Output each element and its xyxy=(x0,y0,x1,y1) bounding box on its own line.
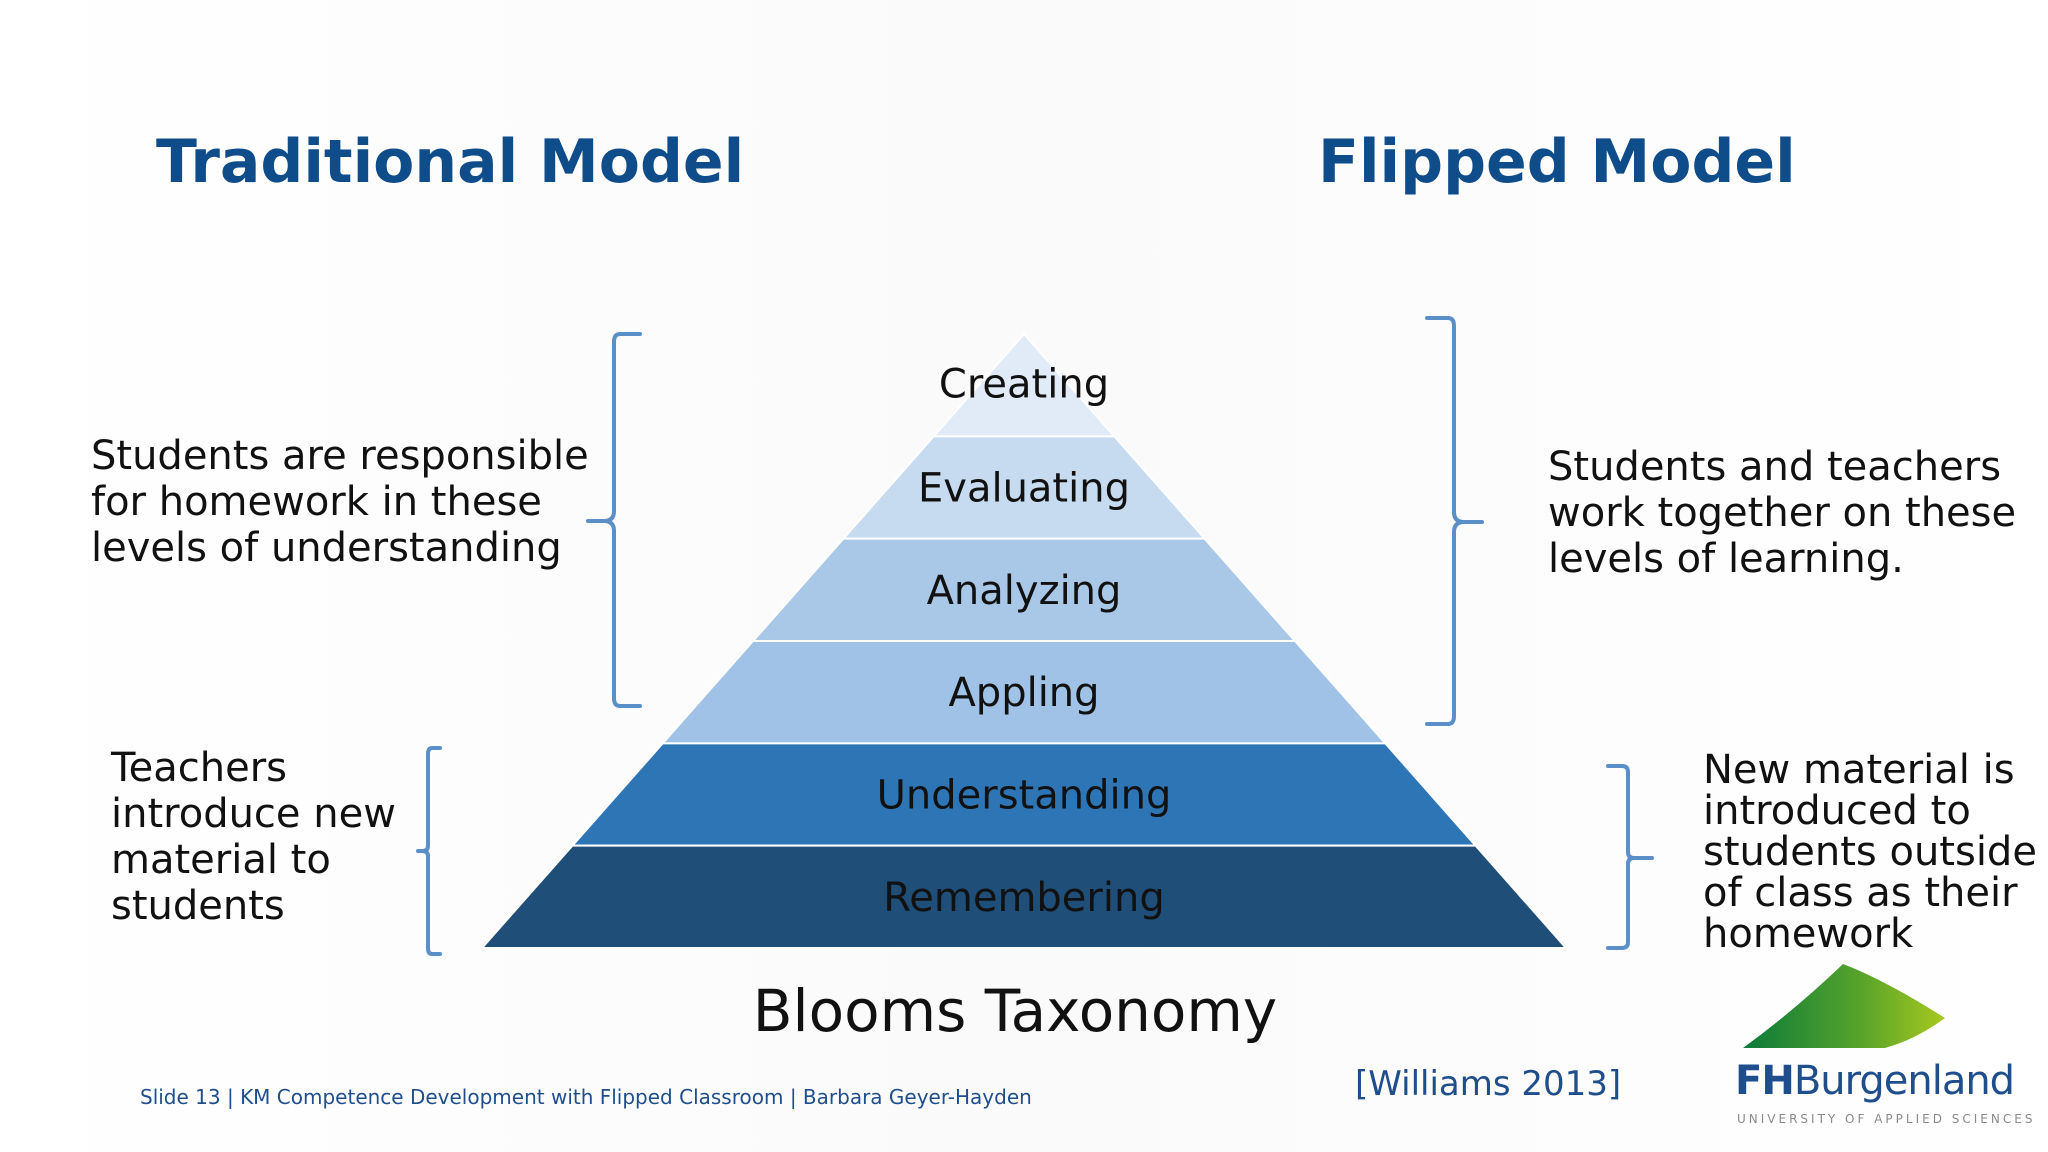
note-line: levels of learning. xyxy=(1548,536,1904,582)
note-line: New material is xyxy=(1703,747,2015,793)
bracket-left-upper xyxy=(586,332,642,708)
note-work-together: Students and teachers work together on t… xyxy=(1548,444,2016,582)
logo-fh: FH xyxy=(1735,1058,1795,1104)
pyramid-label-remembering: Remembering xyxy=(883,875,1164,921)
bracket-right-upper xyxy=(1425,316,1484,726)
note-homework-levels: Students are responsible for homework in… xyxy=(91,433,589,571)
note-line: Students and teachers xyxy=(1548,444,2002,490)
logo-swoosh-icon xyxy=(1743,964,1945,1048)
note-line: homework xyxy=(1703,911,1914,957)
heading-traditional-model: Traditional Model xyxy=(156,127,745,197)
pyramid-level-remembering xyxy=(479,844,1569,949)
pyramid-label-analyzing: Analyzing xyxy=(927,568,1122,614)
logo-subtext: UNIVERSITY OF APPLIED SCIENCES xyxy=(1737,1112,2036,1126)
note-teachers-introduce: Teachers introduce new material to stude… xyxy=(111,745,396,929)
citation: [Williams 2013] xyxy=(1355,1064,1622,1104)
bracket-right-lower xyxy=(1606,764,1654,950)
note-line: levels of understanding xyxy=(91,525,562,571)
pyramid-label-understanding: Understanding xyxy=(877,773,1172,819)
pyramid-label-creating: Creating xyxy=(939,361,1109,407)
logo-wordmark: FHBurgenland xyxy=(1735,1058,2015,1104)
note-line: work together on these xyxy=(1548,490,2017,536)
blooms-taxonomy-title: Blooms Taxonomy xyxy=(752,977,1278,1045)
pyramid-label-evaluating: Evaluating xyxy=(918,466,1130,512)
note-line: for homework in these xyxy=(91,479,542,525)
note-line: Teachers xyxy=(111,745,287,791)
note-line: of class as their xyxy=(1703,870,2018,916)
fh-burgenland-logo: FHBurgenland UNIVERSITY OF APPLIED SCIEN… xyxy=(1735,960,2035,1130)
bracket-left-lower xyxy=(416,746,442,956)
note-material-outside-class: New material is introduced to students o… xyxy=(1703,750,2037,955)
logo-name: Burgenland xyxy=(1793,1058,2015,1104)
slide-footer: Slide 13 | KM Competence Development wit… xyxy=(140,1085,1032,1109)
note-line: Students are responsible xyxy=(91,433,589,479)
note-line: material to xyxy=(111,837,331,883)
note-line: students outside xyxy=(1703,829,2037,875)
note-line: introduce new xyxy=(111,791,396,837)
note-line: introduced to xyxy=(1703,788,1971,834)
pyramid-label-appling: Appling xyxy=(948,670,1099,716)
note-line: students xyxy=(111,883,285,929)
heading-flipped-model: Flipped Model xyxy=(1318,127,1796,197)
